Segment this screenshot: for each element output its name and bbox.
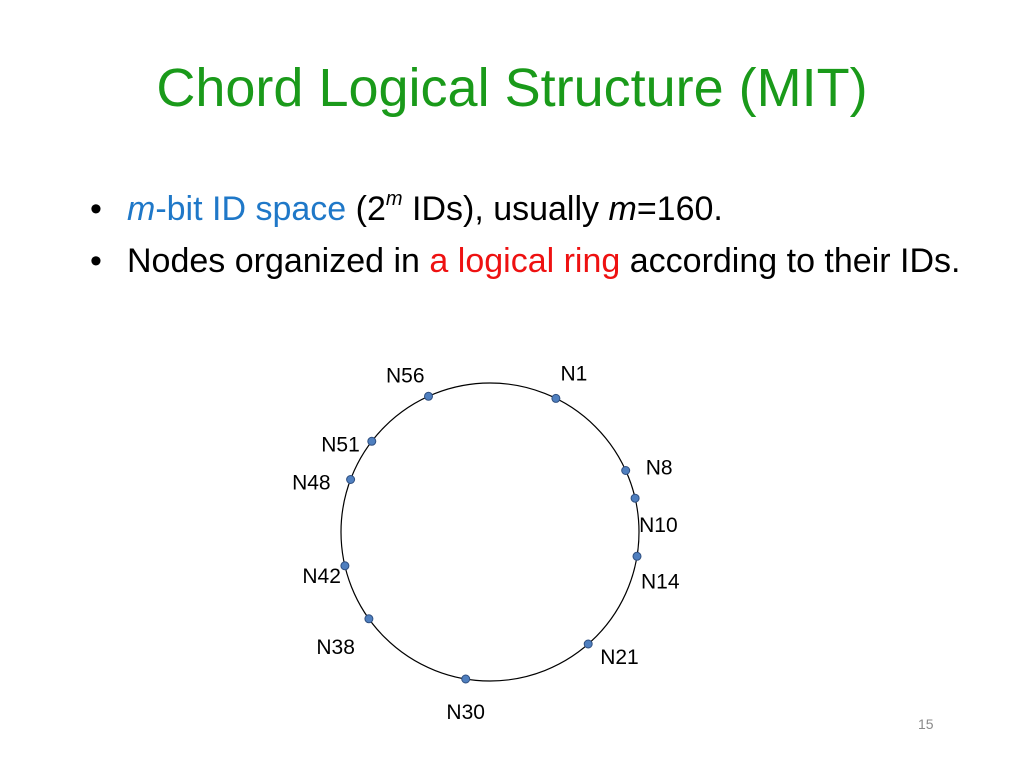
according-text: according to their IDs. (620, 242, 961, 280)
m-variable: m (127, 190, 156, 228)
ring-node-label-n48: N48 (292, 472, 331, 495)
logical-ring-highlight: a logical ring (429, 242, 621, 280)
bullet-item-logical-ring: • Nodes organized in a logical ring acco… (90, 240, 970, 282)
ring-node-label-n56: N56 (386, 364, 425, 387)
m-variable-2: m (608, 190, 637, 228)
ring-circle (340, 382, 640, 682)
bullet-marker: • (90, 190, 102, 228)
nodes-organized-text: Nodes organized in (127, 242, 430, 280)
ring-node-label-n21: N21 (600, 646, 639, 669)
bit-id-space-text: -bit ID space (155, 190, 347, 228)
bullet-marker: • (90, 242, 102, 280)
ring-node-n38 (364, 614, 374, 624)
paren-open-text: (2 (346, 190, 386, 228)
ring-node-n21 (583, 639, 593, 649)
bullet-list: • m-bit ID space (2m IDs), usually m=160… (90, 188, 970, 292)
ring-node-n51 (367, 436, 377, 446)
eq-160-text: =160. (636, 190, 723, 228)
ring-node-n56 (424, 391, 433, 401)
superscript-m: m (385, 188, 403, 210)
ring-node-n8 (621, 466, 631, 475)
slide-title: Chord Logical Structure (MIT) (156, 58, 868, 118)
bullet-item-id-space: • m-bit ID space (2m IDs), usually m=160… (90, 188, 970, 230)
ring-node-n1 (551, 393, 561, 403)
ring-node-label-n30: N30 (446, 701, 485, 724)
ring-node-n10 (630, 493, 640, 503)
ring-node-label-n14: N14 (641, 570, 680, 593)
ring-node-label-n38: N38 (316, 636, 355, 659)
ring-node-label-n51: N51 (321, 433, 360, 456)
page-number: 15 (918, 716, 934, 732)
ring-node-n14 (632, 551, 642, 561)
ring-node-label-n10: N10 (639, 514, 678, 537)
ring-node-n42 (340, 561, 350, 571)
ring-node-label-n1: N1 (560, 362, 587, 385)
ring-node-label-n42: N42 (302, 565, 341, 588)
ring-node-label-n8: N8 (646, 457, 673, 480)
ring-node-n48 (346, 475, 356, 484)
ids-usually-text: IDs), usually (402, 190, 609, 228)
ring-node-n30 (461, 674, 471, 684)
